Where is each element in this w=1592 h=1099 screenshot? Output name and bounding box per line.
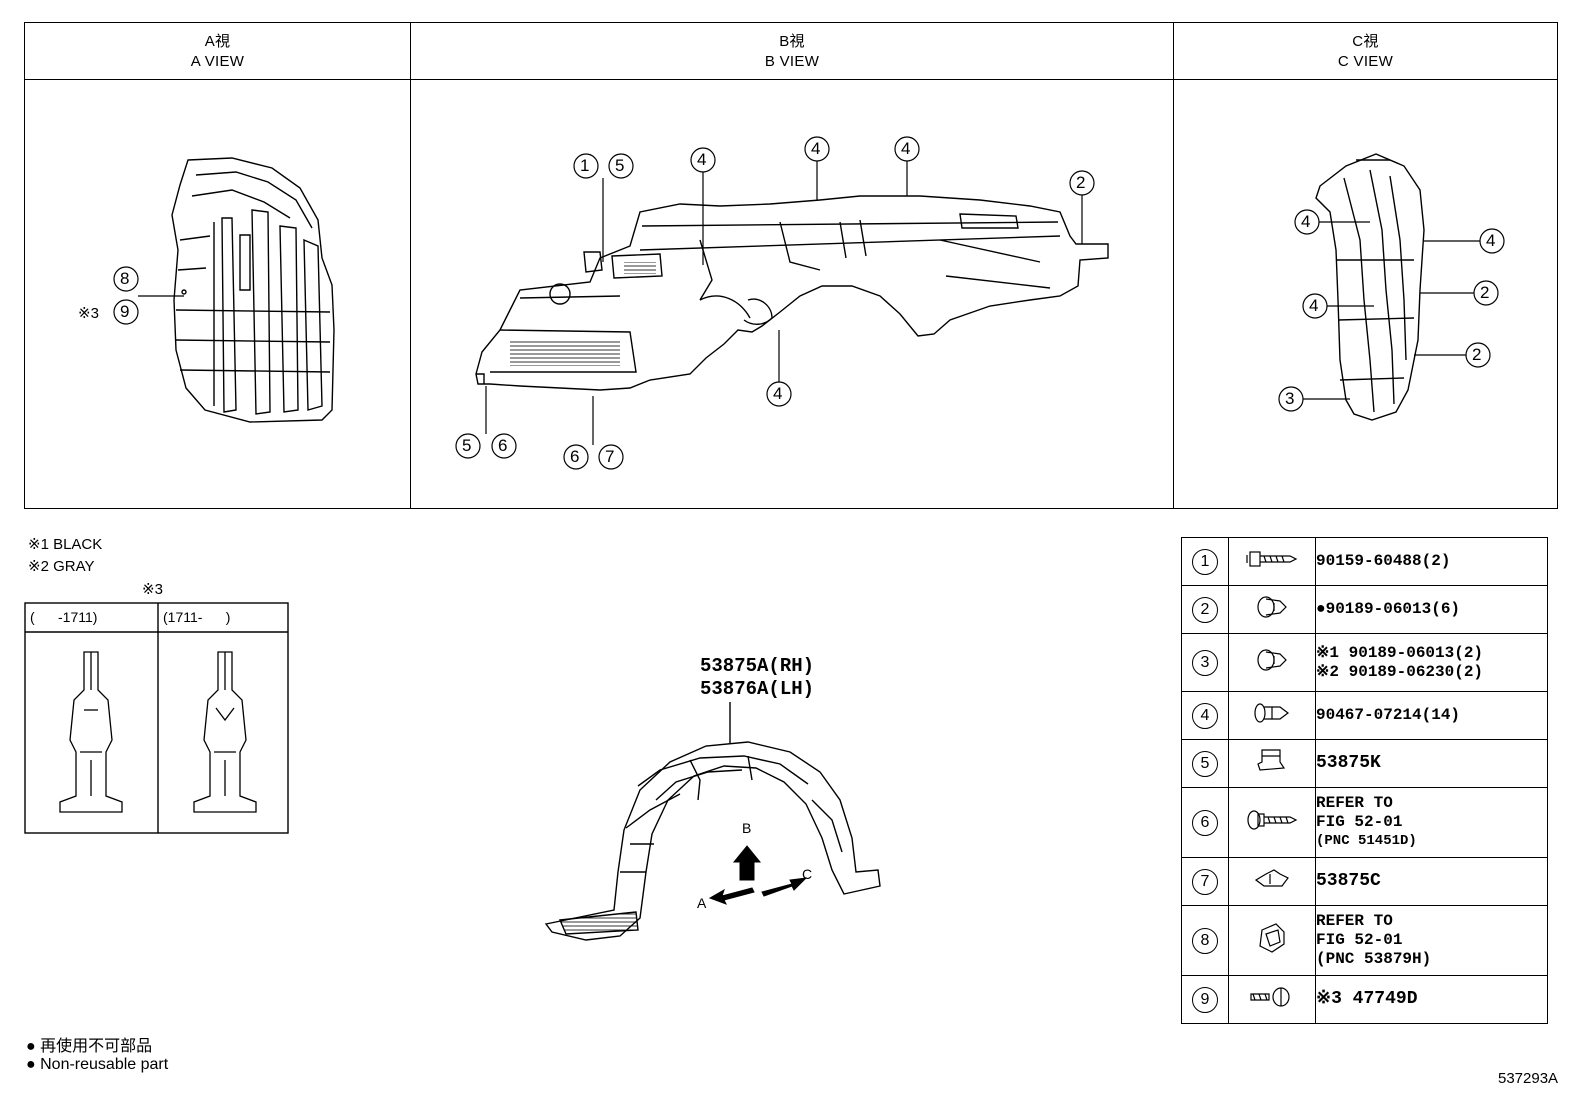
part-line1: 53875C xyxy=(1316,871,1381,891)
b-view-title-jp: B視 xyxy=(779,33,805,50)
b-view-title-en: B VIEW xyxy=(764,53,820,70)
arrow-b-label: B xyxy=(742,820,752,836)
table-row: 2 ●90189-06013(6) xyxy=(1181,585,1548,634)
part-line2: FIG 52-01 xyxy=(1316,813,1403,831)
part-line1: REFER TO xyxy=(1316,794,1393,812)
c-view-panel: C視 C VIEW xyxy=(1174,23,1557,508)
legend-en-text: Non-reusable part xyxy=(40,1056,169,1073)
part-no: 1 xyxy=(1192,548,1218,575)
part-no: 9 xyxy=(1192,986,1218,1013)
note-gray: ※2 GRAY xyxy=(28,558,95,575)
table-row: 5 53875K xyxy=(1181,739,1548,788)
part-line1: ※3 47749D xyxy=(1316,989,1418,1009)
part-line1: REFER TO xyxy=(1316,912,1393,930)
part-line1: 90467-07214(14) xyxy=(1316,706,1461,724)
part-line2: FIG 52-01 xyxy=(1316,931,1403,949)
part-number-rh: 53875A(RH) xyxy=(700,655,815,677)
callouts xyxy=(113,136,1505,470)
a-view-header: A視 A VIEW xyxy=(25,23,410,80)
a-view-title-jp: A視 xyxy=(204,33,231,50)
parts-table: 1 90159-60488(2) 2 ●90189-06013(6) 3 ※1 … xyxy=(1181,537,1548,1024)
legend-jp-text: 再使用不可部品 xyxy=(40,1038,153,1055)
retainer-icon xyxy=(1254,869,1289,887)
table-row: 4 90467-07214(14) xyxy=(1181,691,1548,740)
table-row: 8 REFER TO FIG 52-01 (PNC 53879H) xyxy=(1181,905,1548,976)
old-clip-drawing xyxy=(59,651,123,813)
table-row: 3 ※1 90189-06013(2) ※2 90189-06230(2) xyxy=(1181,633,1548,692)
a-view-panel: A視 A VIEW xyxy=(25,23,411,508)
part-no: 6 xyxy=(1192,809,1218,836)
pin-icon xyxy=(1250,987,1290,1007)
new-clip-drawing xyxy=(193,651,257,813)
legend-en: ● Non-reusable part xyxy=(26,1056,168,1074)
nut-icon xyxy=(1257,749,1286,771)
bracket-icon xyxy=(1259,923,1285,953)
b-view-header: B視 B VIEW xyxy=(411,23,1173,80)
part-line1: ●90189-06013(6) xyxy=(1316,600,1461,618)
table-row: 9 ※3 47749D xyxy=(1181,975,1548,1024)
screw-icon xyxy=(1246,551,1298,567)
note-black: ※1 BLACK xyxy=(28,536,103,553)
b-view-liner-drawing xyxy=(475,195,1109,391)
part-no: 8 xyxy=(1192,927,1218,954)
views-panel: A視 A VIEW B視 B VIEW C視 C VIEW xyxy=(24,22,1558,509)
part-line1: 90159-60488(2) xyxy=(1316,552,1451,570)
clip-col-old: ( -1711) xyxy=(30,609,98,625)
grommet-icon xyxy=(1257,649,1287,671)
part-number-lh: 53876A(LH) xyxy=(700,678,815,700)
a-view-title-en: A VIEW xyxy=(190,53,245,70)
direction-arrows xyxy=(708,845,808,905)
part-line1: ※1 90189-06013(2) xyxy=(1316,643,1484,662)
c-view-liner-drawing xyxy=(1315,153,1425,421)
arrow-c-label: C xyxy=(802,866,813,882)
c-view-title-jp: C視 xyxy=(1352,33,1379,50)
mark3-title: ※3 xyxy=(142,581,163,598)
clip-table-frame xyxy=(24,602,289,834)
screw-icon xyxy=(1247,810,1298,830)
part-line3: (PNC 51451D) xyxy=(1316,833,1417,849)
table-row: 6 REFER TO FIG 52-01 (PNC 51451D) xyxy=(1181,787,1548,858)
part-no: 3 xyxy=(1192,649,1218,676)
table-row: 1 90159-60488(2) xyxy=(1181,537,1548,586)
part-no: 2 xyxy=(1192,596,1218,623)
clip-col-new: (1711- ) xyxy=(163,609,231,625)
b-view-panel: B視 B VIEW xyxy=(411,23,1174,508)
a-view-liner-drawing xyxy=(171,157,335,423)
part-line2: ※2 90189-06230(2) xyxy=(1316,662,1484,681)
clip-icon xyxy=(1254,703,1289,723)
filled-dot-icon: ● xyxy=(26,1038,36,1055)
c-view-title-en: C VIEW xyxy=(1337,53,1394,70)
table-row: 7 53875C xyxy=(1181,857,1548,906)
grommet-icon xyxy=(1257,596,1287,618)
c-view-header: C視 C VIEW xyxy=(1174,23,1557,80)
main-liner-drawing xyxy=(544,702,881,941)
part-no: 5 xyxy=(1192,750,1218,777)
part-no: 4 xyxy=(1192,702,1218,729)
figure-id: 537293A xyxy=(1498,1070,1559,1087)
part-line1: 53875K xyxy=(1316,753,1381,773)
legend-jp: ● 再使用不可部品 xyxy=(26,1032,152,1056)
filled-dot-icon: ● xyxy=(26,1056,36,1073)
arrow-a-label: A xyxy=(697,895,707,911)
part-no: 7 xyxy=(1192,868,1218,895)
part-line3: (PNC 53879H) xyxy=(1316,950,1432,968)
